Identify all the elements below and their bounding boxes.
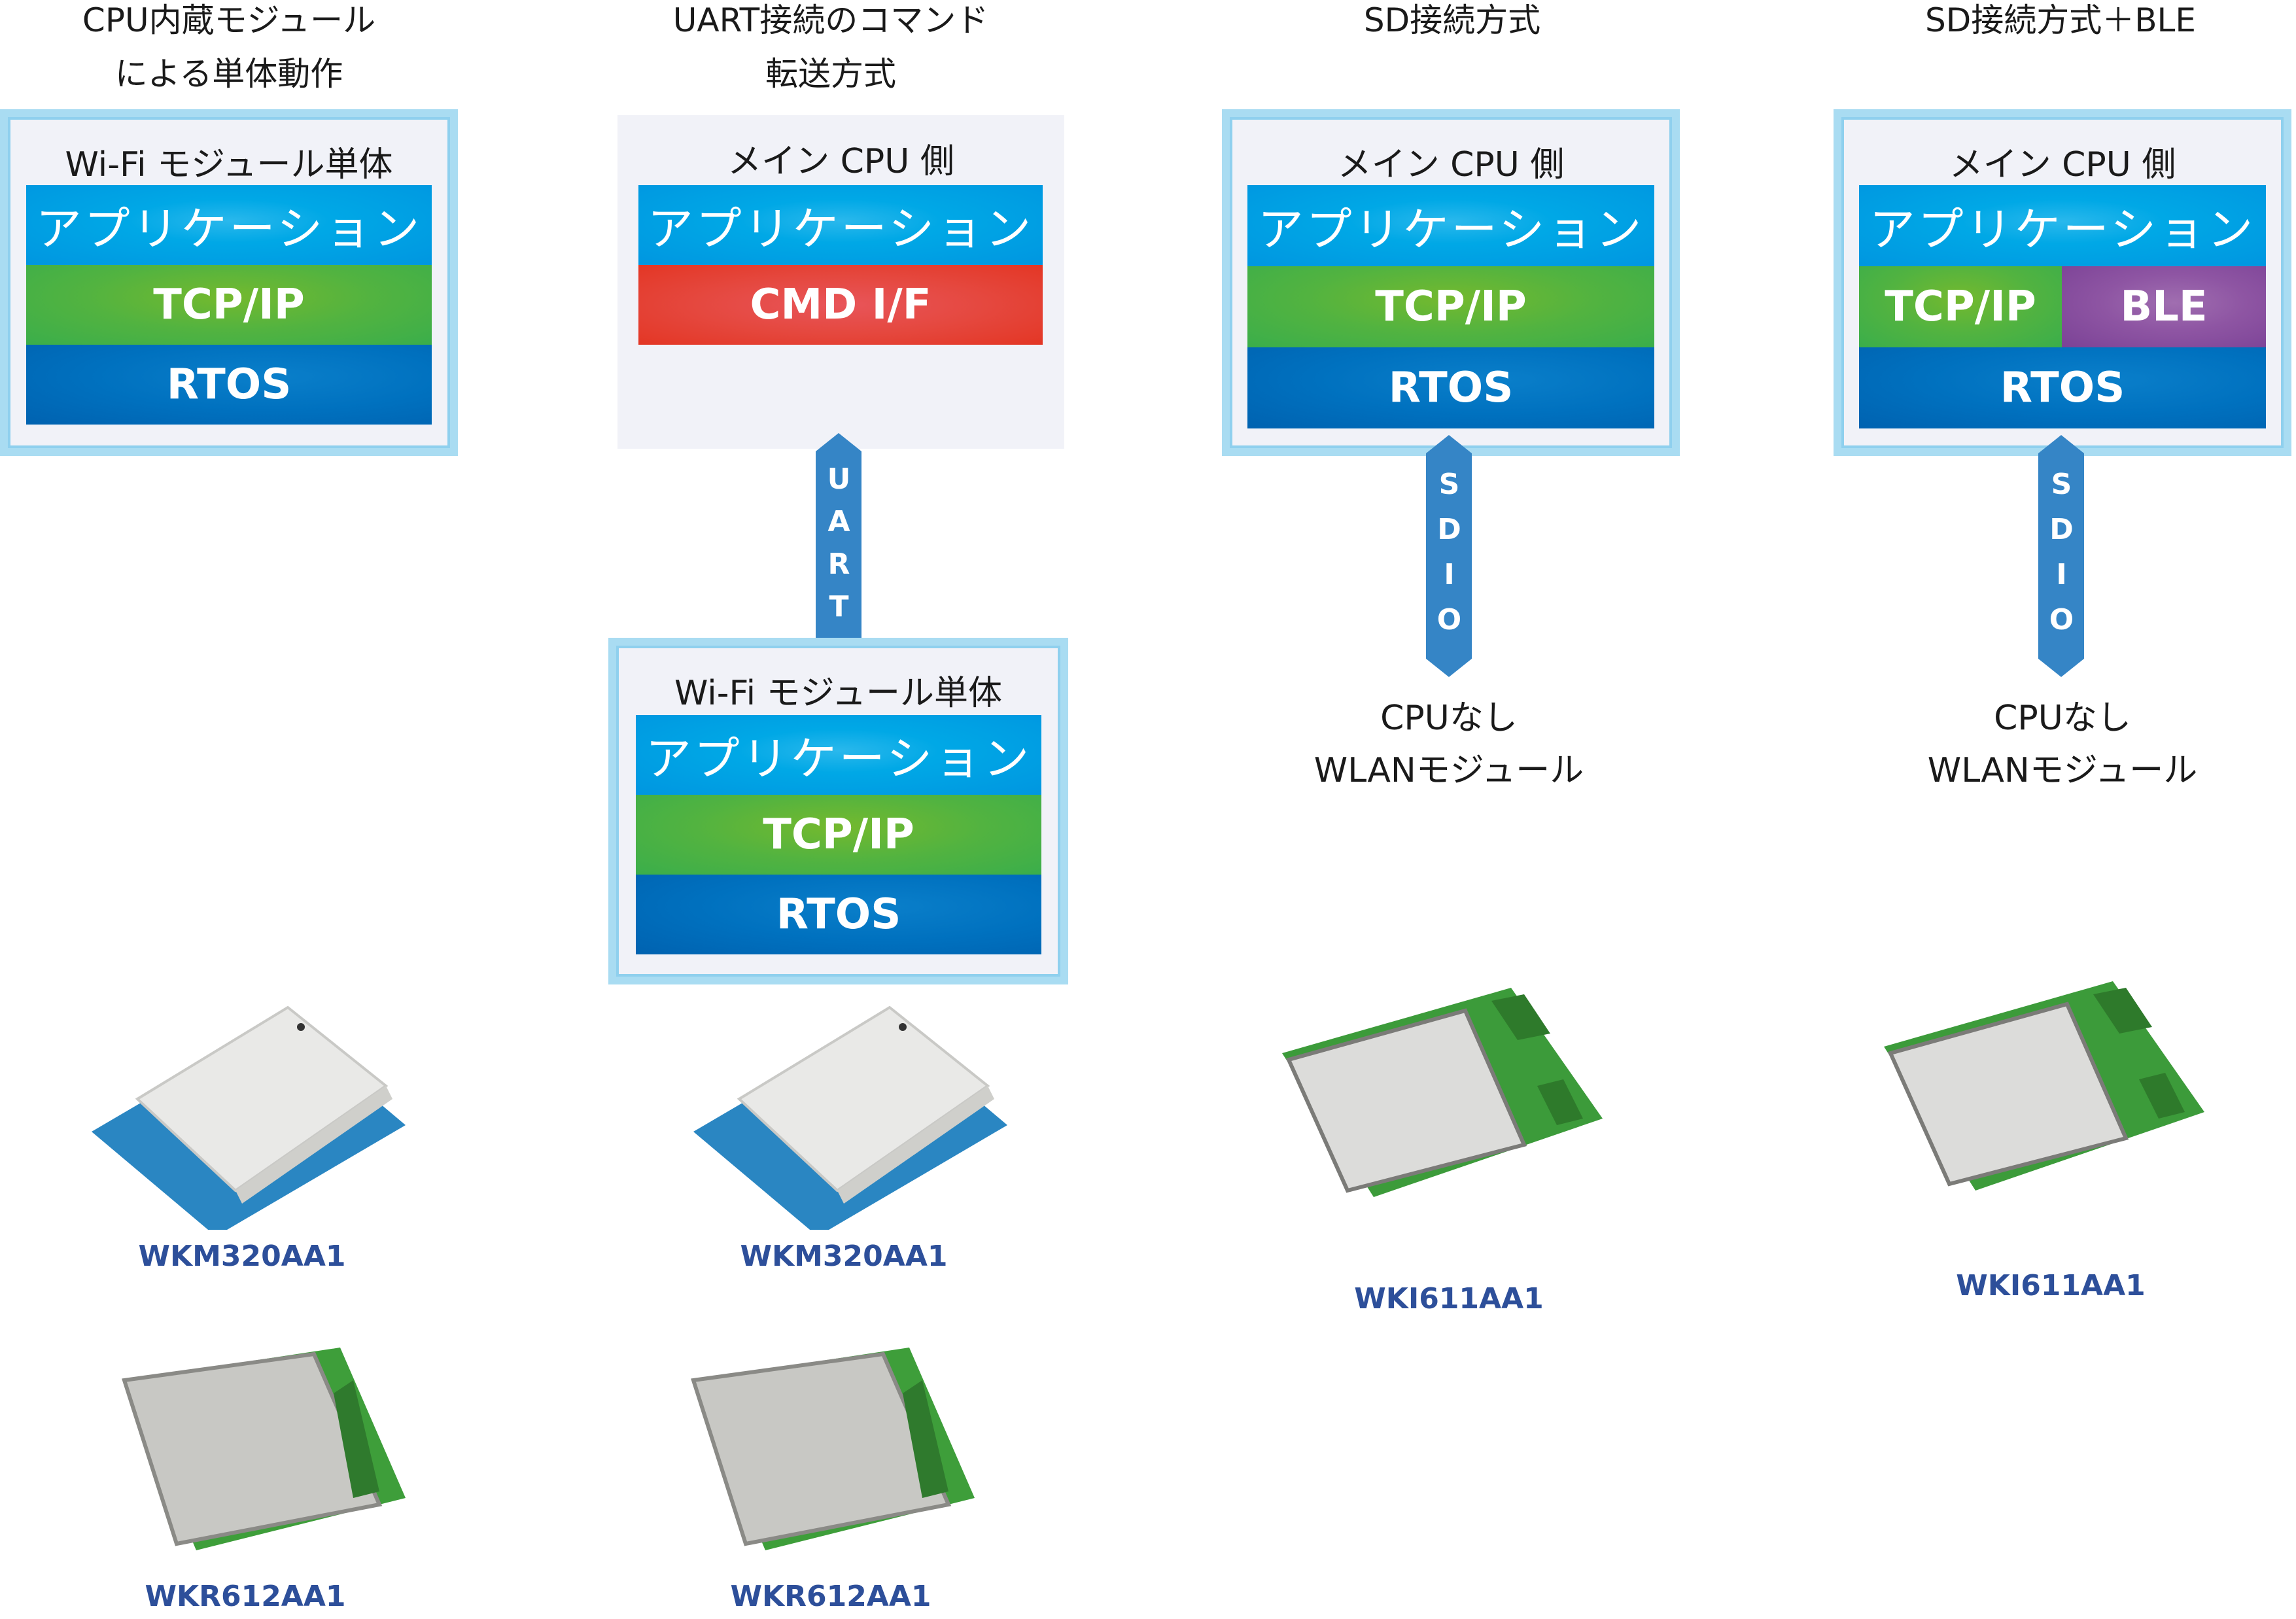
col1-title-line2: による単体動作 — [114, 55, 343, 93]
wkm320-module-image — [92, 1005, 406, 1230]
col1-layer-tcpip: TCP/IP — [26, 265, 432, 345]
col4-layer-rtos: RTOS — [1859, 347, 2266, 428]
col2-main-box-header: メイン CPU 側 — [727, 142, 954, 181]
col2-module-layer-application: アプリケーション — [636, 715, 1041, 795]
col3-sdio-connector-label: SDIO — [1433, 468, 1466, 648]
wkr612-module-image-col2 — [691, 1348, 975, 1550]
wki611-module-image-col4 — [1884, 981, 2204, 1191]
col4-caption-line2: WLANモジュール — [1927, 751, 2198, 790]
col4-product-label: WKI611AA1 — [1956, 1269, 2146, 1302]
col3-layer-rtos: RTOS — [1247, 347, 1654, 428]
col4-caption-line1: CPUなし — [1994, 699, 2131, 738]
wkm320-module-image-col2 — [693, 1005, 1007, 1230]
col2-title-line1: UART接続のコマンド — [672, 1, 989, 39]
col2-module-layer-tcpip: TCP/IP — [636, 795, 1041, 875]
col4-title-line1: SD接続方式＋BLE — [1925, 1, 2196, 39]
col4-layer-tcpip: TCP/IP — [1859, 266, 2062, 347]
col2-layer-application: アプリケーション — [638, 185, 1043, 265]
col3-main-cpu-box: メイン CPU 側 アプリケーション TCP/IP RTOS — [1222, 109, 1680, 456]
wkr612-module-image — [122, 1348, 406, 1550]
col2-product-label-1: WKM320AA1 — [740, 1240, 948, 1273]
col1-product-label-2: WKR612AA1 — [145, 1580, 346, 1613]
col4-sdio-connector-arrow: SDIO — [2038, 435, 2084, 677]
col2-title-line2: 転送方式 — [765, 55, 896, 93]
col1-layer-rtos: RTOS — [26, 345, 432, 425]
col4-title: SD接続方式＋BLE — [1812, 0, 2296, 47]
col2-title: UART接続のコマンド 転送方式 — [582, 0, 1079, 101]
col3-layer-application: アプリケーション — [1247, 185, 1654, 266]
col1-title-line1: CPU内蔵モジュール — [82, 1, 376, 39]
col2-module-box-header: Wi-Fi モジュール単体 — [674, 674, 1002, 713]
col4-sdio-connector-label: SDIO — [2045, 468, 2078, 648]
col3-box-header: メイン CPU 側 — [1337, 145, 1565, 184]
col2-module-layer-rtos: RTOS — [636, 875, 1041, 954]
col4-wlan-caption: CPUなし WLANモジュール — [1834, 692, 2291, 797]
col2-layer-cmd-if: CMD I/F — [638, 265, 1043, 345]
col3-title-line1: SD接続方式 — [1363, 1, 1541, 39]
col1-wifi-module-box: Wi-Fi モジュール単体 アプリケーション TCP/IP RTOS — [0, 109, 458, 456]
col1-title: CPU内蔵モジュール による単体動作 — [0, 0, 478, 101]
col4-box-header: メイン CPU 側 — [1949, 145, 2176, 184]
uart-connector-label: UART — [822, 462, 856, 633]
col3-caption-line1: CPUなし — [1380, 699, 1518, 738]
col3-wlan-caption: CPUなし WLANモジュール — [1220, 692, 1678, 797]
col1-box-header: Wi-Fi モジュール単体 — [65, 145, 393, 184]
col4-layer-ble: BLE — [2062, 266, 2266, 347]
col3-sdio-connector-arrow: SDIO — [1426, 435, 1472, 677]
col3-product-label: WKI611AA1 — [1354, 1282, 1544, 1315]
col4-layer-application: アプリケーション — [1859, 185, 2266, 266]
uart-connector-arrow: UART — [816, 433, 861, 662]
col2-wifi-module-box: Wi-Fi モジュール単体 アプリケーション TCP/IP RTOS — [608, 638, 1068, 984]
col4-main-cpu-box: メイン CPU 側 アプリケーション TCP/IP BLE RTOS — [1834, 109, 2291, 456]
col2-product-label-2: WKR612AA1 — [730, 1580, 931, 1613]
col2-main-cpu-box: メイン CPU 側 アプリケーション CMD I/F — [617, 115, 1064, 449]
wki611-module-image — [1282, 988, 1603, 1197]
col3-caption-line2: WLANモジュール — [1313, 751, 1584, 790]
col3-layer-tcpip: TCP/IP — [1247, 266, 1654, 347]
col3-title: SD接続方式 — [1204, 0, 1701, 47]
col1-product-label-1: WKM320AA1 — [138, 1240, 346, 1273]
col1-layer-application: アプリケーション — [26, 185, 432, 265]
